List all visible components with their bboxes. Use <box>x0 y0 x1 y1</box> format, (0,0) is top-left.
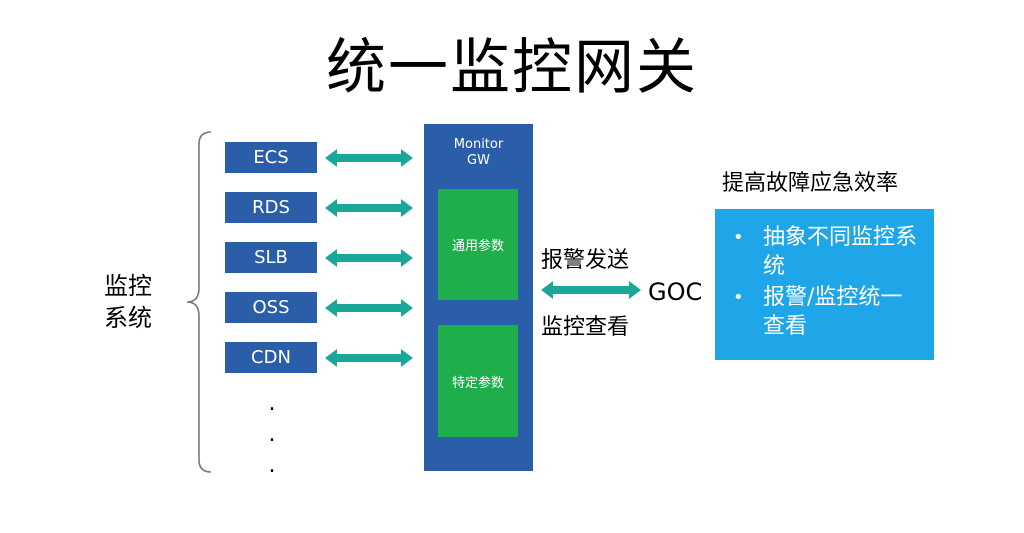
efficiency-title: 提高故障应急效率 <box>722 171 899 196</box>
double-arrow-icon <box>325 249 413 267</box>
system-box-oss: OSS <box>225 292 317 323</box>
efficiency-list: 抽象不同监控系统 报警/监控统一查看 <box>733 223 920 341</box>
double-arrow-icon <box>325 349 413 367</box>
more-systems-text: . . . <box>268 391 276 478</box>
monitor-view-label: 监控查看 <box>541 315 630 340</box>
double-arrow-icon <box>325 199 413 217</box>
double-arrow-icon <box>325 299 413 317</box>
goc-label: GOC <box>648 278 703 306</box>
alert-send-label: 报警发送 <box>541 248 630 273</box>
system-box-slb: SLB <box>225 242 317 273</box>
efficiency-bullet: 抽象不同监控系统 <box>733 223 920 281</box>
system-box-cdn: CDN <box>225 342 317 373</box>
system-box-rds: RDS <box>225 192 317 223</box>
general-params-box: 通用参数 <box>438 189 518 300</box>
brace-icon <box>186 131 212 473</box>
efficiency-bullet: 报警/监控统一查看 <box>733 283 920 341</box>
efficiency-box: 抽象不同监控系统 报警/监控统一查看 <box>715 209 934 360</box>
page-title: 统一监控网关 <box>326 33 698 103</box>
more-systems-marker: . . . <box>262 388 282 481</box>
double-arrow-icon <box>325 149 413 167</box>
specific-params-box: 特定参数 <box>438 325 518 437</box>
system-box-ecs: ECS <box>225 142 317 173</box>
gateway-title: Monitor GW <box>453 137 504 168</box>
monitor-systems-label: 监控系统 <box>104 272 152 332</box>
double-arrow-icon <box>541 281 641 299</box>
